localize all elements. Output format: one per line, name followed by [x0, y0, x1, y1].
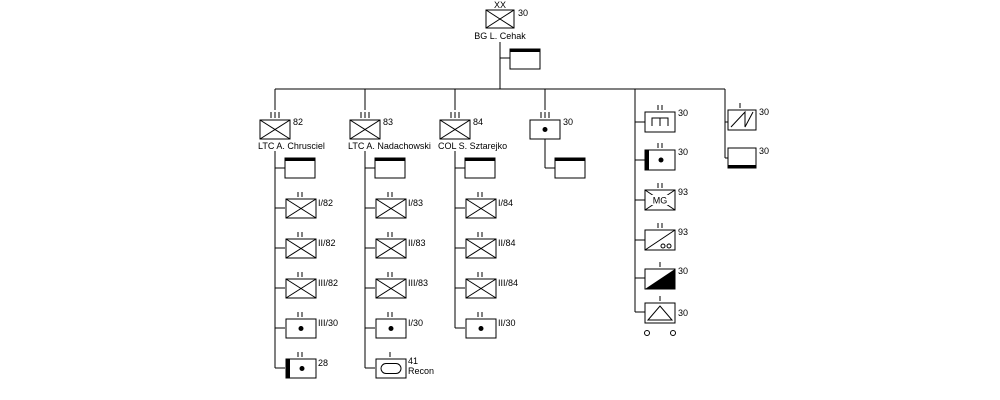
- battalion-i-84-label: I/84: [498, 198, 513, 208]
- artillery-battalion-ii-30-symbol: [465, 312, 497, 339]
- division-hq-symbol: [509, 48, 541, 70]
- machine-gun-label: MG: [653, 196, 668, 206]
- battalion-i-84-symbol: [465, 192, 497, 219]
- regiment-82-hq-symbol: [284, 157, 316, 179]
- machine-gun-battalion-label: 93: [678, 187, 688, 197]
- engineer-battalion-label: 30: [678, 108, 688, 118]
- machine-gun-battalion-symbol: MG: [644, 183, 676, 211]
- communications-unit-label: 30: [759, 107, 769, 117]
- artillery-regiment-30-symbol: [529, 112, 561, 140]
- division-symbol: XX: [485, 0, 515, 29]
- connector-lines: [274, 42, 728, 369]
- signal-company-label: 30: [678, 266, 688, 276]
- heavy-artillery-battalion-symbol: [644, 143, 676, 171]
- motorized-cavalry-battalion-label: 93: [678, 227, 688, 237]
- signal-company-symbol: [644, 262, 676, 290]
- artillery-battalion-ii-30-label: II/30: [498, 318, 516, 328]
- battalion-iii-82-label: III/82: [318, 278, 338, 288]
- regiment-82-commander: LTC A. Chrusciel: [258, 141, 325, 151]
- artillery-battalion-iii-30-symbol: [285, 312, 317, 339]
- battalion-ii-84-symbol: [465, 232, 497, 259]
- battalion-i-82-symbol: [285, 192, 317, 219]
- battalion-iii-83-symbol: [375, 272, 407, 299]
- heavy-artillery-battalion-label: 30: [678, 147, 688, 157]
- battalion-i-83-symbol: [375, 192, 407, 219]
- transport-company-symbol: [644, 296, 676, 336]
- recon-battalion-41-label: 41: [408, 356, 418, 366]
- regiment-84-commander: COL S. Sztarejko: [438, 141, 507, 151]
- regiment-84-symbol: [439, 112, 471, 140]
- division-unit-label: 30: [518, 8, 528, 18]
- transport-company-label: 30: [678, 308, 688, 318]
- battalion-ii-82-label: II/82: [318, 238, 336, 248]
- battalion-ii-83-symbol: [375, 232, 407, 259]
- communications-unit-symbol: [727, 103, 757, 131]
- battalion-iii-84-symbol: [465, 272, 497, 299]
- motorized-cavalry-battalion-symbol: [644, 223, 676, 251]
- division-echelon: XX: [494, 0, 506, 10]
- supply-unit-label: 30: [759, 146, 769, 156]
- battalion-iii-84-label: III/84: [498, 278, 518, 288]
- artillery-battalion-i-30-symbol: [375, 312, 407, 339]
- battalion-ii-82-symbol: [285, 232, 317, 259]
- regiment-82-label: 82: [293, 117, 303, 127]
- antitank-battalion-28-symbol: [285, 352, 317, 379]
- regiment-83-label: 83: [383, 117, 393, 127]
- regiment-84-label: 84: [473, 117, 483, 127]
- battalion-iii-82-symbol: [285, 272, 317, 299]
- artillery-battalion-i-30-label: I/30: [408, 318, 423, 328]
- recon-battalion-41-symbol: [375, 352, 407, 379]
- battalion-i-82-label: I/82: [318, 198, 333, 208]
- regiment-84-hq-symbol: [464, 157, 496, 179]
- artillery-battalion-iii-30-label: III/30: [318, 318, 338, 328]
- battalion-ii-83-label: II/83: [408, 238, 426, 248]
- battalion-iii-83-label: III/83: [408, 278, 428, 288]
- engineer-battalion-symbol: [644, 105, 676, 133]
- artillery-regiment-hq-symbol: [554, 157, 586, 179]
- supply-unit-symbol: [727, 147, 757, 169]
- regiment-82-symbol: [259, 112, 291, 140]
- division-commander: BG L. Cehak: [474, 31, 526, 41]
- regiment-83-commander: LTC A. Nadachowski: [348, 141, 431, 151]
- battalion-ii-84-label: II/84: [498, 238, 516, 248]
- artillery-regiment-30-label: 30: [563, 117, 573, 127]
- regiment-83-symbol: [349, 112, 381, 140]
- recon-battalion-41-type: Recon: [408, 366, 434, 376]
- battalion-i-83-label: I/83: [408, 198, 423, 208]
- regiment-83-hq-symbol: [374, 157, 406, 179]
- antitank-battalion-28-label: 28: [318, 358, 328, 368]
